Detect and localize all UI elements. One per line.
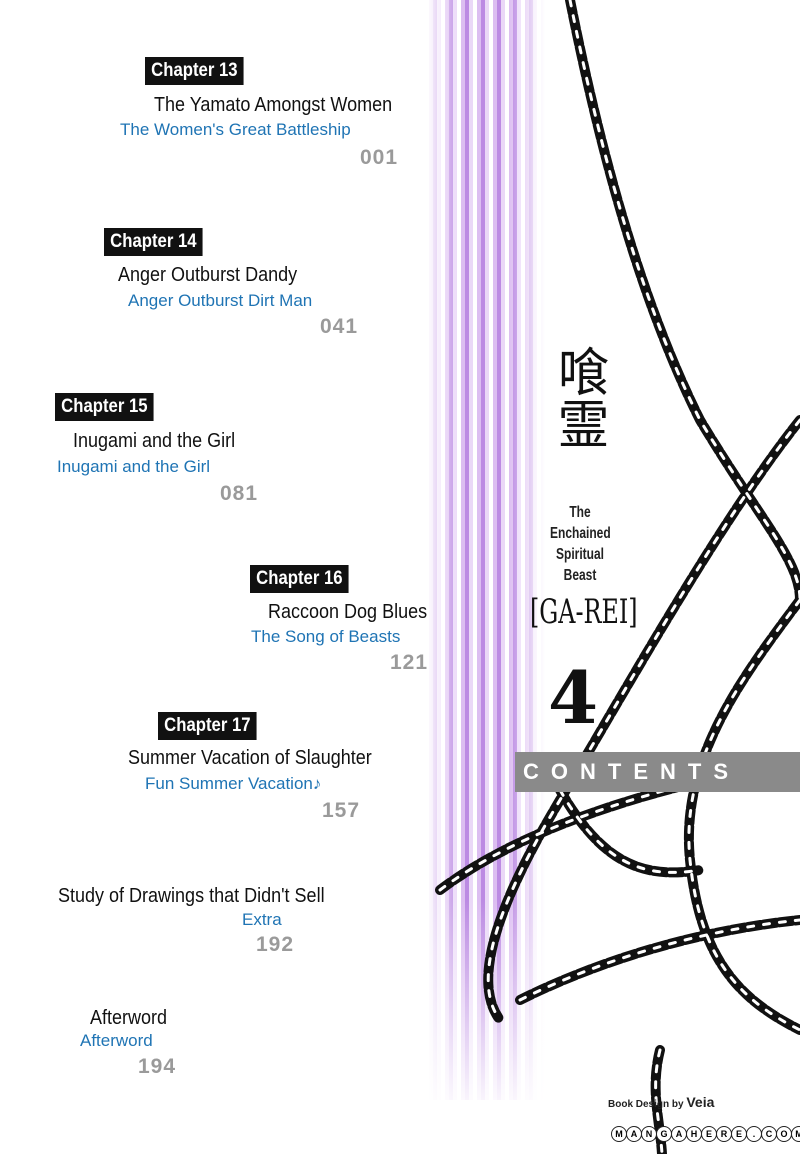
page-number: 001: [360, 146, 399, 169]
watermark-letter: R: [716, 1126, 732, 1142]
watermark-letter: H: [686, 1126, 702, 1142]
chapter-subtitle: The Song of Beasts: [251, 627, 401, 646]
page-number: 041: [320, 315, 359, 338]
chapter-title: Summer Vacation of Slaughter: [128, 747, 372, 769]
watermark-letter: E: [731, 1126, 747, 1142]
watermark-letter: G: [656, 1126, 672, 1142]
watermark-letter: .: [746, 1126, 762, 1142]
chapter-badge: Chapter 14: [104, 228, 203, 256]
page-number: 157: [322, 799, 361, 822]
watermark-letter: M: [791, 1126, 800, 1142]
watermark-letter: O: [776, 1126, 792, 1142]
page-number: 194: [138, 1055, 177, 1078]
watermark-letter: C: [761, 1126, 777, 1142]
chapter-title: The Yamato Amongst Women: [154, 94, 393, 116]
chapter-title: Afterword: [90, 1007, 168, 1029]
subtitle-line: Spiritual: [555, 546, 604, 563]
chapter-subtitle: Fun Summer Vacation♪: [145, 774, 322, 793]
credit-designer: Veia: [686, 1094, 715, 1110]
chapter-subtitle: The Women's Great Battleship: [120, 120, 351, 139]
chapter-title: Raccoon Dog Blues: [268, 601, 428, 623]
subtitle-line: The: [569, 504, 591, 521]
page-number: 081: [220, 482, 259, 505]
chapter-subtitle: Anger Outburst Dirt Man: [128, 291, 313, 310]
chapter-title: Anger Outburst Dandy: [118, 264, 298, 286]
chain-5: [515, 915, 800, 1005]
kanji-title: 喰霊: [548, 345, 608, 449]
watermark-letter: N: [641, 1126, 657, 1142]
subtitle-line: Beast: [563, 567, 597, 584]
page-number: 121: [390, 651, 429, 674]
subtitle-line: Enchained: [550, 525, 611, 542]
volume-number: 4: [548, 655, 599, 740]
chapter-badge: Chapter 13: [145, 57, 244, 85]
chapter-badge: Chapter 17: [158, 712, 257, 740]
series-subtitle: The Enchained Spiritual Beast: [550, 502, 611, 586]
watermark-letter: M: [611, 1126, 627, 1142]
chain-4: [683, 595, 800, 1035]
page-number: 192: [256, 933, 295, 956]
book-design-credit: Book Design by Veia: [608, 1094, 714, 1110]
watermark-letter: A: [626, 1126, 642, 1142]
chapter-subtitle: Inugami and the Girl: [57, 457, 211, 476]
chapter-title: Inugami and the Girl: [73, 430, 236, 452]
chapter-title: Study of Drawings that Didn't Sell: [58, 885, 325, 907]
contents-heading: CONTENTS: [515, 752, 800, 792]
chapter-subtitle: Extra: [242, 910, 282, 929]
series-name: [GA-REI]: [530, 592, 638, 632]
credit-label: Book Design by: [608, 1099, 684, 1110]
chapter-badge: Chapter 15: [55, 393, 154, 421]
watermark-letter: A: [671, 1126, 687, 1142]
chapter-subtitle: Afterword: [80, 1031, 153, 1050]
chapter-badge: Chapter 16: [250, 565, 349, 593]
stripe-fade: [425, 900, 545, 1120]
watermark-letter: E: [701, 1126, 717, 1142]
